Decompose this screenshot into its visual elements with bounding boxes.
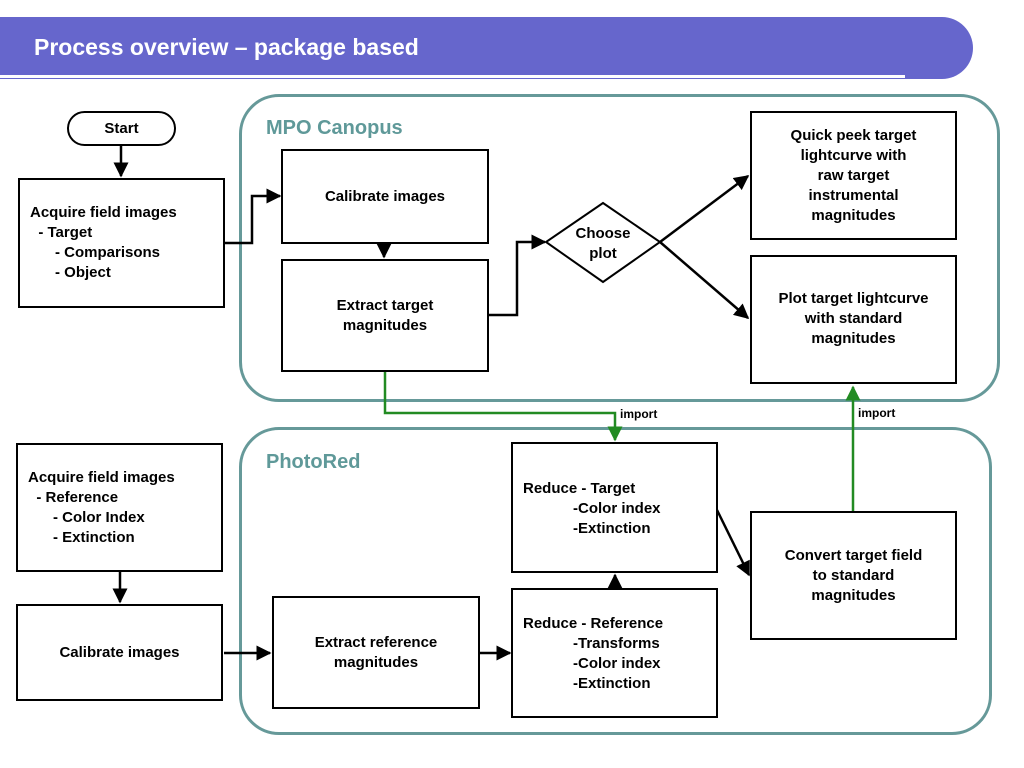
- start-node: Start: [67, 111, 176, 146]
- edge-reduce-target-to-convert: [715, 509, 751, 577]
- extract-target-label: Extract target magnitudes: [336, 296, 434, 334]
- plot-standard-box: Plot target lightcurve with standard mag…: [750, 255, 957, 384]
- calibrate-images-bottom-box: Calibrate images: [16, 604, 223, 701]
- quick-peek-label: Quick peek target lightcurve with raw ta…: [790, 126, 917, 224]
- reduce-reference-box: Reduce - Reference -Transforms -Color in…: [511, 588, 718, 718]
- acquire-target-label: Acquire field images - Target - Comparis…: [30, 204, 177, 281]
- edge-choose-to-quickpeek: [659, 175, 750, 243]
- acquire-reference-box: Acquire field images - Reference - Color…: [16, 443, 223, 572]
- extract-target-box: Extract target magnitudes: [281, 259, 489, 372]
- page-title: Process overview – package based: [34, 34, 419, 60]
- extract-reference-label: Extract reference magnitudes: [314, 633, 438, 671]
- edge-acquire-to-calibrate: [224, 188, 282, 245]
- acquire-reference-label: Acquire field images - Reference - Color…: [28, 468, 175, 546]
- calibrate-images-top-box: Calibrate images: [281, 149, 489, 244]
- edge-import-to-reduce-target: [383, 371, 623, 442]
- choose-plot-label: Choose plot: [575, 225, 631, 262]
- calibrate-images-top-label: Calibrate images: [324, 187, 446, 205]
- convert-target-box: Convert target field to standard magnitu…: [750, 511, 957, 640]
- start-label: Start: [104, 119, 139, 137]
- quick-peek-box: Quick peek target lightcurve with raw ta…: [750, 111, 957, 240]
- edge-extract-to-choose: [489, 234, 547, 317]
- photored-label: PhotoRed: [266, 451, 361, 473]
- reduce-reference-label: Reduce - Reference -Transforms -Color in…: [523, 615, 664, 692]
- mpo-canopus-label: MPO Canopus: [266, 117, 403, 139]
- mpo-canopus-container: [239, 94, 1000, 402]
- title-divider: [0, 75, 905, 78]
- acquire-target-box: Acquire field images - Target - Comparis…: [18, 178, 225, 308]
- convert-target-label: Convert target field to standard magnitu…: [784, 546, 923, 604]
- calibrate-images-bottom-label: Calibrate images: [59, 643, 180, 661]
- import-label-right: import: [858, 406, 896, 420]
- extract-reference-box: Extract reference magnitudes: [272, 596, 480, 709]
- import-label-left: import: [620, 407, 658, 421]
- edge-choose-to-plot: [659, 241, 750, 319]
- reduce-target-box: Reduce - Target -Color index -Extinction: [511, 442, 718, 573]
- plot-standard-label: Plot target lightcurve with standard mag…: [778, 290, 929, 347]
- reduce-target-label: Reduce - Target -Color index -Extinction: [523, 480, 661, 537]
- choose-plot-diamond: [544, 201, 662, 284]
- title-bar: [0, 17, 973, 79]
